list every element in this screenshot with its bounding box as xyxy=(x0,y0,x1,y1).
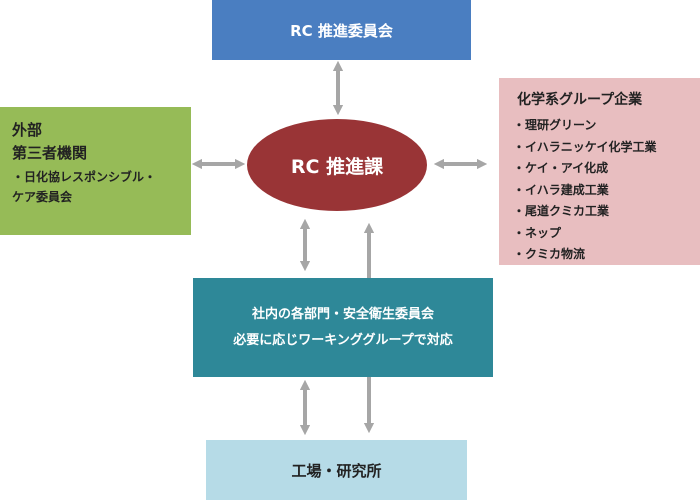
internal-line-1: 社内の各部門・安全衛生委員会 xyxy=(251,306,434,322)
company-item: ・尾道クミカ工業 xyxy=(513,204,610,218)
group-companies-list: ・理研グリーン ・イハラニッケイ化学工業 ・ケイ・アイ化成 ・イハラ建成工業 ・… xyxy=(513,115,700,266)
group-companies-title: 化学系グループ企業 xyxy=(517,92,643,108)
company-item: ・イハラニッケイ化学工業 xyxy=(513,139,657,154)
company-item: ・クミカ物流 xyxy=(513,247,586,261)
company-item: ・ネップ xyxy=(513,225,562,240)
external-sub-line-2: ケア委員会 xyxy=(12,190,73,204)
internal-departments-box: 社内の各部門・安全衛生委員会 必要に応じワーキンググループで対応 xyxy=(193,278,493,377)
external-third-party-box: 外部 第三者機関 ・日化協レスポンシブル・ ケア委員会 xyxy=(0,107,191,235)
factory-lab-box: 工場・研究所 xyxy=(206,440,467,500)
internal-line-2: 必要に応じワーキンググループで対応 xyxy=(233,332,453,348)
company-item: ・イハラ建成工業 xyxy=(513,182,609,197)
company-item: ・理研グリーン xyxy=(513,118,597,132)
rc-section-label: RC 推進課 xyxy=(290,155,384,178)
external-title-line-1: 外部 xyxy=(12,121,43,139)
factory-lab-label: 工場・研究所 xyxy=(291,461,382,480)
rc-section-ellipse: RC 推進課 xyxy=(247,119,427,211)
rc-committee-box: RC 推進委員会 xyxy=(212,0,471,60)
external-title-line-2: 第三者機関 xyxy=(12,144,88,162)
external-sub-line-1: ・日化協レスポンシブル・ xyxy=(12,170,157,184)
rc-committee-label: RC 推進委員会 xyxy=(290,21,393,40)
group-companies-box: 化学系グループ企業 ・理研グリーン ・イハラニッケイ化学工業 ・ケイ・アイ化成 … xyxy=(499,78,700,265)
company-item: ・ケイ・アイ化成 xyxy=(513,161,609,175)
